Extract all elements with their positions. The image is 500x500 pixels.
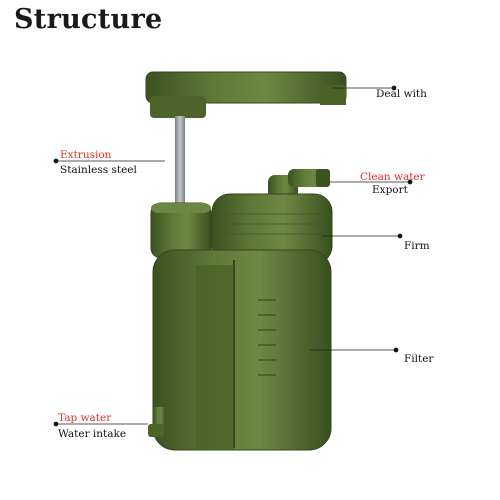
handle [145, 71, 347, 118]
label-handle: Deal with [376, 88, 427, 100]
leader-lines [53, 85, 413, 427]
page-title: Structure [14, 4, 163, 35]
filter-cap [211, 193, 333, 265]
steel-rod [175, 116, 185, 209]
label-firm: Firm [404, 240, 430, 252]
label-clean: Export [372, 184, 408, 196]
label-extrusion: Stainless steel [60, 164, 137, 176]
water-inlet [148, 407, 166, 437]
main-body [152, 249, 332, 451]
label-clean-red: Clean water [360, 171, 425, 183]
clean-water-outlet [268, 169, 330, 199]
label-tap-red: Tap water [58, 412, 112, 424]
label-extrusion-red: Extrusion [60, 149, 112, 161]
label-tap: Water intake [58, 428, 127, 440]
label-filter: Filter [404, 353, 434, 365]
